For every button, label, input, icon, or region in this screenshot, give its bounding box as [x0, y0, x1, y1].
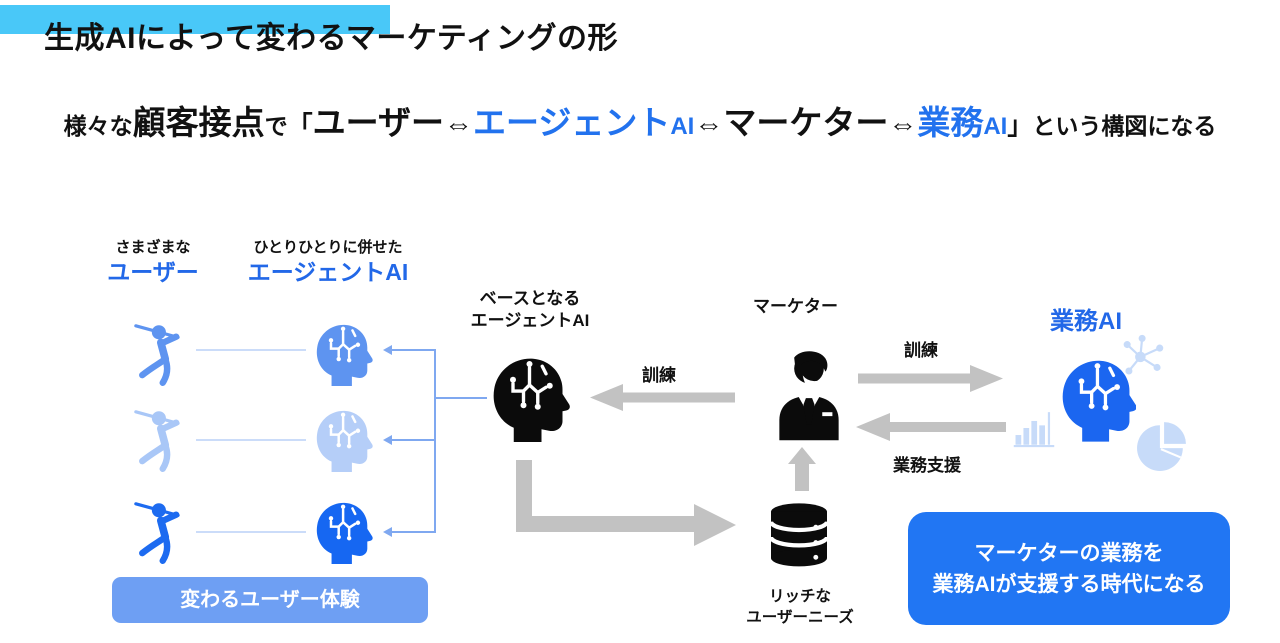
pie-chart-icon [1136, 421, 1187, 472]
database-label-line1: リッチな [768, 588, 831, 605]
base-agent-label-line1: ベースとなる [479, 289, 581, 308]
subtitle-open-quote: 「 [287, 112, 313, 140]
database-label: リッチな ユーザーニーズ [718, 586, 882, 628]
database-icon [764, 495, 834, 579]
bracket-arrowhead-icon [383, 345, 392, 355]
train-right-arrow [858, 365, 1003, 392]
molecule-icon [1122, 334, 1165, 376]
subtitle: 様々な顧客接点で「ユーザー⇔エージェントAI⇔マーケター⇔業務AI」という構図に… [64, 100, 1217, 153]
businessman-icon [779, 351, 839, 441]
train-left-label: 訓練 [642, 366, 676, 385]
subtitle-agent-text: エージェント [473, 104, 671, 141]
golfer-user-icon [116, 322, 212, 386]
base-agent-head-icon [491, 356, 570, 442]
base-agent-label: ベースとなる エージェントAI [452, 288, 608, 332]
agent-bracket-branch-line [391, 531, 435, 533]
subtitle-marketer-text: マーケター [723, 104, 889, 141]
ai-circuit-head-icon [315, 323, 375, 386]
bracket-arrowhead-icon [383, 527, 392, 537]
gyomu-ai-label: 業務AI [1050, 308, 1122, 335]
double-arrow-icon: ⇔ [444, 109, 473, 141]
agent-bracket-branch-line [391, 349, 435, 351]
train-right-label: 訓練 [904, 341, 938, 360]
conclusion-line1: マーケターの業務を [974, 541, 1164, 565]
user-experience-box: 変わるユーザー体験 [112, 577, 428, 623]
data-flow-arrow [516, 460, 736, 546]
ai-circuit-head-icon [315, 409, 375, 472]
bracket-to-base-line [435, 397, 487, 399]
marketer-up-arrow [788, 447, 816, 491]
marketer-label: マーケター [753, 297, 838, 316]
subtitle-part: 顧客接点 [132, 104, 265, 141]
agent-bracket-vertical-line [434, 349, 436, 533]
database-label-line2: ユーザーニーズ [746, 609, 854, 626]
support-label: 業務支援 [893, 456, 961, 475]
agents-label: エージェントAI [247, 259, 409, 285]
subtitle-part: という構図になる [1032, 113, 1217, 139]
user-agent-link-line [196, 439, 306, 441]
subtitle-agent-ai-text: AI [670, 113, 695, 140]
page-title: 生成AIによって変わるマーケティングの形 [44, 22, 618, 55]
ai-circuit-head-icon [315, 501, 375, 564]
subtitle-gyomu-ai-text: AI [983, 113, 1008, 140]
user-agent-link-line [196, 349, 306, 351]
user-agent-link-line [196, 531, 306, 533]
support-arrow [856, 413, 1006, 441]
conclusion-box: マーケターの業務を 業務AIが支援する時代になる [908, 512, 1230, 625]
users-label: ユーザー [107, 259, 199, 285]
double-arrow-icon: ⇔ [888, 109, 918, 141]
train-left-arrow [590, 384, 735, 411]
double-arrow-icon: ⇔ [694, 109, 724, 141]
title-highlight-bar [0, 5, 390, 34]
subtitle-part: 様々な [63, 113, 133, 139]
conclusion-line2: 業務AIが支援する時代になる [932, 572, 1206, 596]
agent-bracket-branch-line [391, 439, 435, 441]
users-caption: さまざまな [115, 239, 191, 256]
subtitle-user-text: ユーザー [312, 104, 444, 141]
agents-caption: ひとりひとりに併せた [253, 239, 403, 256]
subtitle-gyomu-text: 業務 [917, 104, 984, 141]
subtitle-part: で [264, 113, 288, 139]
subtitle-close-quote: 」 [1007, 112, 1033, 140]
bracket-arrowhead-icon [383, 435, 392, 445]
base-agent-label-line2: エージェントAI [470, 311, 590, 330]
bar-chart-icon [1012, 410, 1056, 448]
